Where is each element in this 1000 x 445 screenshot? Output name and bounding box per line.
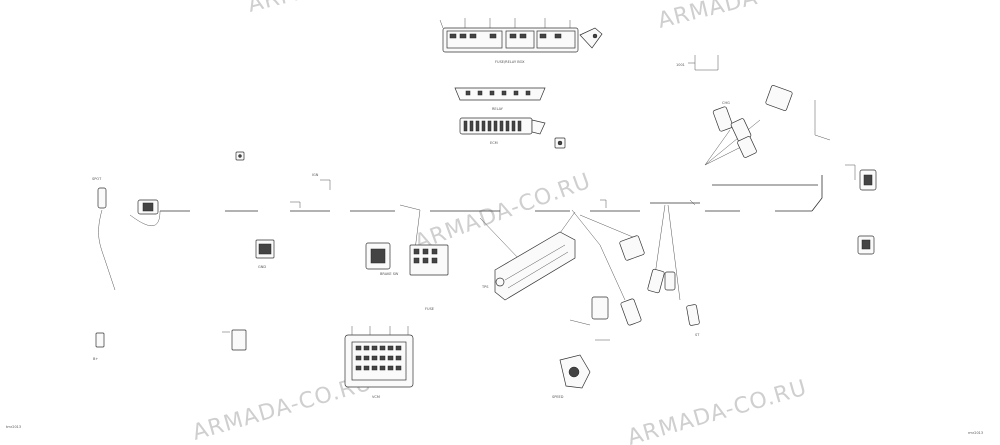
connector-small-2 <box>235 151 245 161</box>
relay-strip-caption: RELAY <box>492 107 504 111</box>
ground-connector-label: GND <box>258 265 266 269</box>
fuse-relay-box-caption: FUSE/RELAY BOX <box>495 60 525 64</box>
right-connector-cluster: ST <box>591 235 700 337</box>
throttle-module-label: TPS <box>481 285 489 289</box>
ecm-caption: ECM <box>490 141 498 145</box>
speed-sensor-label: SPEED <box>552 395 564 399</box>
relay-strip: RELAY <box>454 87 546 111</box>
box-1001-label: 1001 <box>676 63 685 67</box>
speed-sensor: SPEED <box>552 354 591 399</box>
ground-connector: GND <box>255 239 275 269</box>
relay-block-label: FUSE <box>425 307 434 311</box>
vcm-connector: VCM <box>344 326 414 399</box>
vcm-label: VCM <box>372 395 380 399</box>
brake-switch-label: BRAKE SW <box>380 272 399 276</box>
watermark: ARMADA-CO.RU <box>625 376 810 445</box>
ecm-connector: ECM <box>459 117 546 145</box>
footer-right-code: rmr2013 <box>968 431 983 435</box>
watermark: ARMADA-CO.RU <box>655 0 841 34</box>
watermark: ARMADA-CO.RU <box>245 0 431 18</box>
throttle-module: TPS <box>481 231 576 301</box>
ign-label: IGN <box>312 173 319 177</box>
connector-small-1 <box>554 137 566 149</box>
bottom-left-connectors: B+ <box>93 329 247 361</box>
top-right-label: CHG <box>722 101 730 105</box>
fuse-relay-box: FUSE/RELAY BOX <box>439 18 603 64</box>
leader-lines: IGN <box>222 173 696 341</box>
harness-trunk <box>98 164 856 291</box>
left-connector: SPOT <box>92 177 159 215</box>
box-1001: 1001 <box>676 55 719 71</box>
watermarks: ARMADA-CO.RU ARMADA-CO.RU ARMADA-CO.RU A… <box>190 0 842 445</box>
right-pair-label: ST <box>695 333 700 337</box>
far-right-connectors <box>857 169 877 255</box>
relay-block: FUSE <box>409 244 449 311</box>
top-right-connectors: CHG <box>712 85 793 158</box>
bottom-left-label: B+ <box>93 357 98 361</box>
brake-switch: BRAKE SW <box>365 242 399 276</box>
left-connector-label: SPOT <box>92 177 102 181</box>
footer-left-code: tmr2013 <box>6 425 21 429</box>
